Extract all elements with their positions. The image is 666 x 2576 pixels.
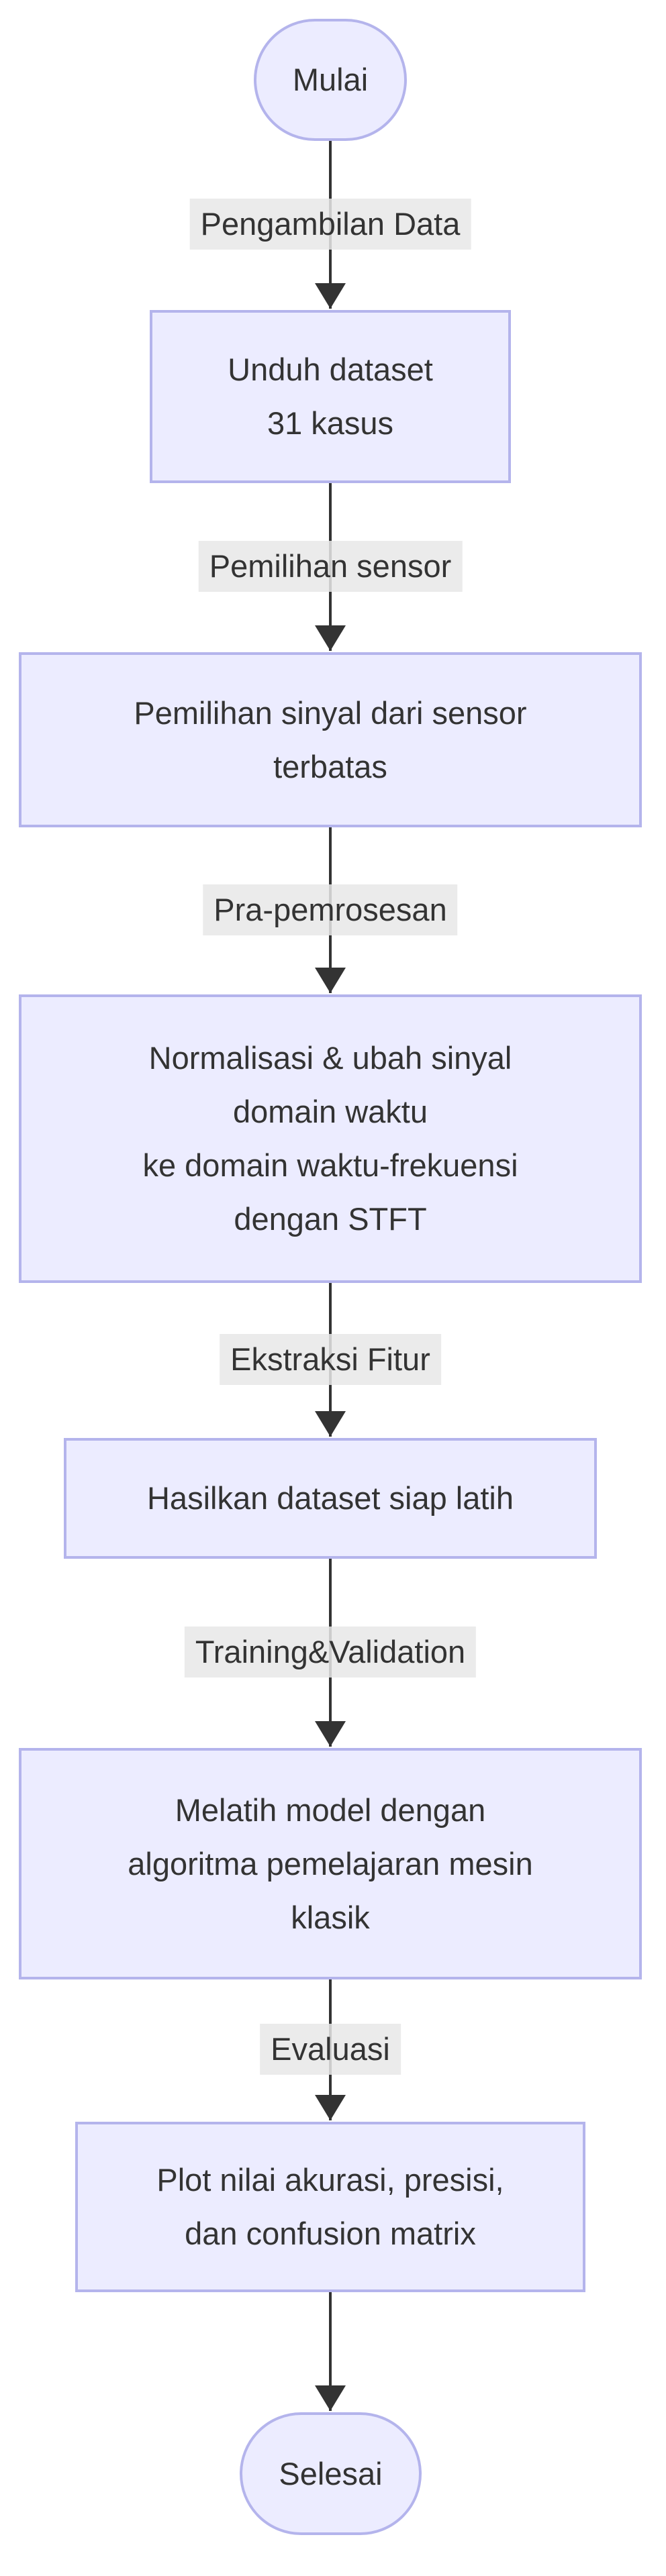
node-label-line: Pemilihan sinyal dari sensor (134, 694, 527, 731)
edge-label-pengambilan-data: Pengambilan Data (189, 199, 471, 250)
node-label-line: Hasilkan dataset siap latih (146, 1480, 514, 1516)
edge-label-training-validation: Training&Validation (184, 1627, 477, 1678)
arrow-down-icon (315, 625, 346, 651)
edge-line (329, 2291, 332, 2411)
node-label-line: Melatih model dengan (175, 1792, 486, 1828)
node-normalisasi-stft: Normalisasi & ubah sinyal domain waktu k… (19, 994, 642, 1283)
node-melatih-model: Melatih model dengan algoritma pemelajar… (19, 1748, 642, 1979)
edge-label-ekstraksi-fitur: Ekstraksi Fitur (220, 1334, 441, 1385)
node-label: Selesai (279, 2455, 383, 2491)
node-label-line: ke domain waktu-frekuensi (142, 1147, 518, 1183)
node-label-line: terbatas (273, 748, 387, 784)
node-start-mulai: Mulai (254, 19, 407, 141)
node-label-line: domain waktu (233, 1094, 428, 1129)
node-unduh-dataset: Unduh dataset 31 kasus (150, 310, 511, 483)
arrow-down-icon (315, 2385, 346, 2411)
edge-label-evaluasi: Evaluasi (260, 2024, 401, 2075)
node-pemilihan-sinyal: Pemilihan sinyal dari sensor terbatas (19, 652, 642, 827)
node-label-line: 31 kasus (267, 405, 394, 441)
node-label-line: Unduh dataset (228, 352, 433, 387)
arrow-down-icon (315, 1721, 346, 1747)
node-label-line: algoritma pemelajaran mesin (128, 1845, 533, 1882)
node-end-selesai: Selesai (240, 2412, 422, 2535)
node-label-line: klasik (291, 1899, 370, 1935)
node-label-line: Plot nilai akurasi, presisi, (156, 2162, 504, 2198)
arrow-down-icon (315, 1411, 346, 1437)
node-label-line: dan confusion matrix (185, 2216, 476, 2251)
node-label: Mulai (292, 62, 369, 97)
arrow-down-icon (315, 2095, 346, 2120)
edge-label-pra-pemrosesan: Pra-pemrosesan (203, 884, 458, 935)
arrow-down-icon (315, 283, 346, 309)
arrow-down-icon (315, 968, 346, 993)
node-label-line: dengan STFT (234, 1201, 427, 1237)
node-label-line: Normalisasi & ubah sinyal (148, 1040, 512, 1076)
edge-label-pemilihan-sensor: Pemilihan sensor (198, 541, 463, 592)
node-plot-hasil: Plot nilai akurasi, presisi, dan confusi… (75, 2122, 585, 2292)
node-hasilkan-dataset: Hasilkan dataset siap latih (64, 1438, 597, 1559)
